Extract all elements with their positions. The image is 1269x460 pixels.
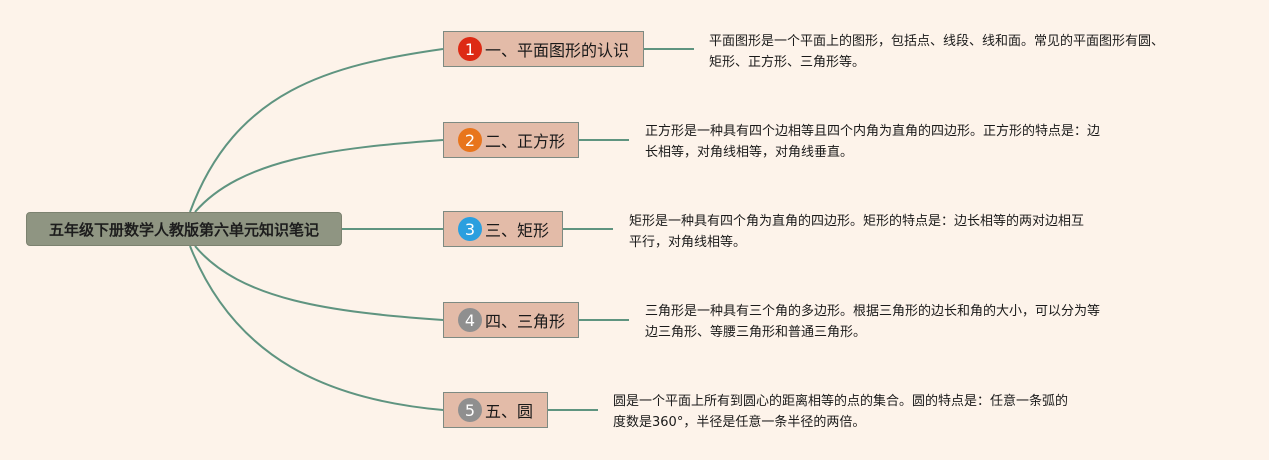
- description-line: 矩形是一种具有四个角为直角的四边形。矩形的特点是：边长相等的两对边相互: [629, 214, 1085, 229]
- number-badge-icon: 4: [458, 308, 482, 332]
- connector-curve-4: [194, 245, 444, 321]
- number-badge-icon: 3: [458, 217, 482, 241]
- description-line: 度数是360°，半径是任意一条半径的两倍。: [613, 415, 866, 430]
- branch-description-5: 圆是一个平面上所有到圆心的距离相等的点的集合。圆的特点是：任意一条弧的 度数是3…: [613, 391, 1068, 433]
- branch-description-4: 三角形是一种具有三个角的多边形。根据三角形的边长和角的大小，可以分为等 边三角形…: [645, 301, 1100, 343]
- branch-description-3: 矩形是一种具有四个角为直角的四边形。矩形的特点是：边长相等的两对边相互 平行，对…: [629, 211, 1084, 253]
- description-line: 三角形是一种具有三个角的多边形。根据三角形的边长和角的大小，可以分为等: [645, 304, 1101, 319]
- number-badge-icon: 1: [458, 37, 482, 61]
- description-line: 圆是一个平面上所有到圆心的距离相等的点的集合。圆的特点是：任意一条弧的: [613, 394, 1069, 409]
- connectors: [189, 48, 694, 411]
- connector-curve-5: [189, 245, 444, 411]
- description-line: 平面图形是一个平面上的图形，包括点、线段、线和面。常见的平面图形有圆、: [709, 34, 1165, 49]
- description-line: 边三角形、等腰三角形和普通三角形。: [645, 325, 867, 340]
- branch-node-4[interactable]: 4 四、三角形: [443, 302, 579, 338]
- branch-label: 三、矩形: [485, 221, 550, 240]
- description-line: 正方形是一种具有四个边相等且四个内角为直角的四边形。正方形的特点是：边: [645, 124, 1101, 139]
- branch-node-2[interactable]: 2 二、正方形: [443, 122, 579, 158]
- branch-label: 二、正方形: [485, 132, 566, 151]
- description-line: 平行，对角线相等。: [629, 235, 747, 250]
- branch-label: 四、三角形: [485, 312, 566, 331]
- number-badge-icon: 5: [458, 398, 482, 422]
- description-line: 矩形、正方形、三角形等。: [709, 55, 866, 70]
- connector-curve-2: [194, 139, 444, 213]
- branch-node-1[interactable]: 1 一、平面图形的认识: [443, 31, 644, 67]
- description-line: 长相等，对角线相等，对角线垂直。: [645, 145, 854, 160]
- branch-description-1: 平面图形是一个平面上的图形，包括点、线段、线和面。常见的平面图形有圆、 矩形、正…: [709, 31, 1164, 73]
- root-node[interactable]: 五年级下册数学人教版第六单元知识笔记: [26, 212, 342, 246]
- branch-description-2: 正方形是一种具有四个边相等且四个内角为直角的四边形。正方形的特点是：边 长相等，…: [645, 121, 1100, 163]
- branch-node-3[interactable]: 3 三、矩形: [443, 211, 563, 247]
- branch-label: 五、圆: [485, 402, 534, 421]
- connector-curve-1: [189, 48, 444, 213]
- branch-label: 一、平面图形的认识: [485, 41, 630, 60]
- number-badge-icon: 2: [458, 128, 482, 152]
- branch-node-5[interactable]: 5 五、圆: [443, 392, 548, 428]
